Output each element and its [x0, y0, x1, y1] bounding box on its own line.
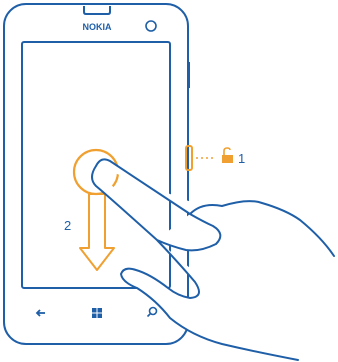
camera-dot-icon — [146, 21, 156, 31]
brand-label: NOKIA — [83, 22, 113, 32]
unlock-indicator: 1 — [196, 148, 245, 166]
swipe-down-arrow-icon — [80, 194, 114, 270]
search-icon — [148, 308, 157, 317]
hand-outline-icon — [92, 159, 334, 360]
padlock-open-icon — [222, 148, 233, 163]
step-1-label: 1 — [238, 151, 245, 166]
back-arrow-icon — [37, 310, 45, 316]
step-2-label: 2 — [64, 218, 71, 233]
windows-start-icon — [92, 308, 102, 318]
